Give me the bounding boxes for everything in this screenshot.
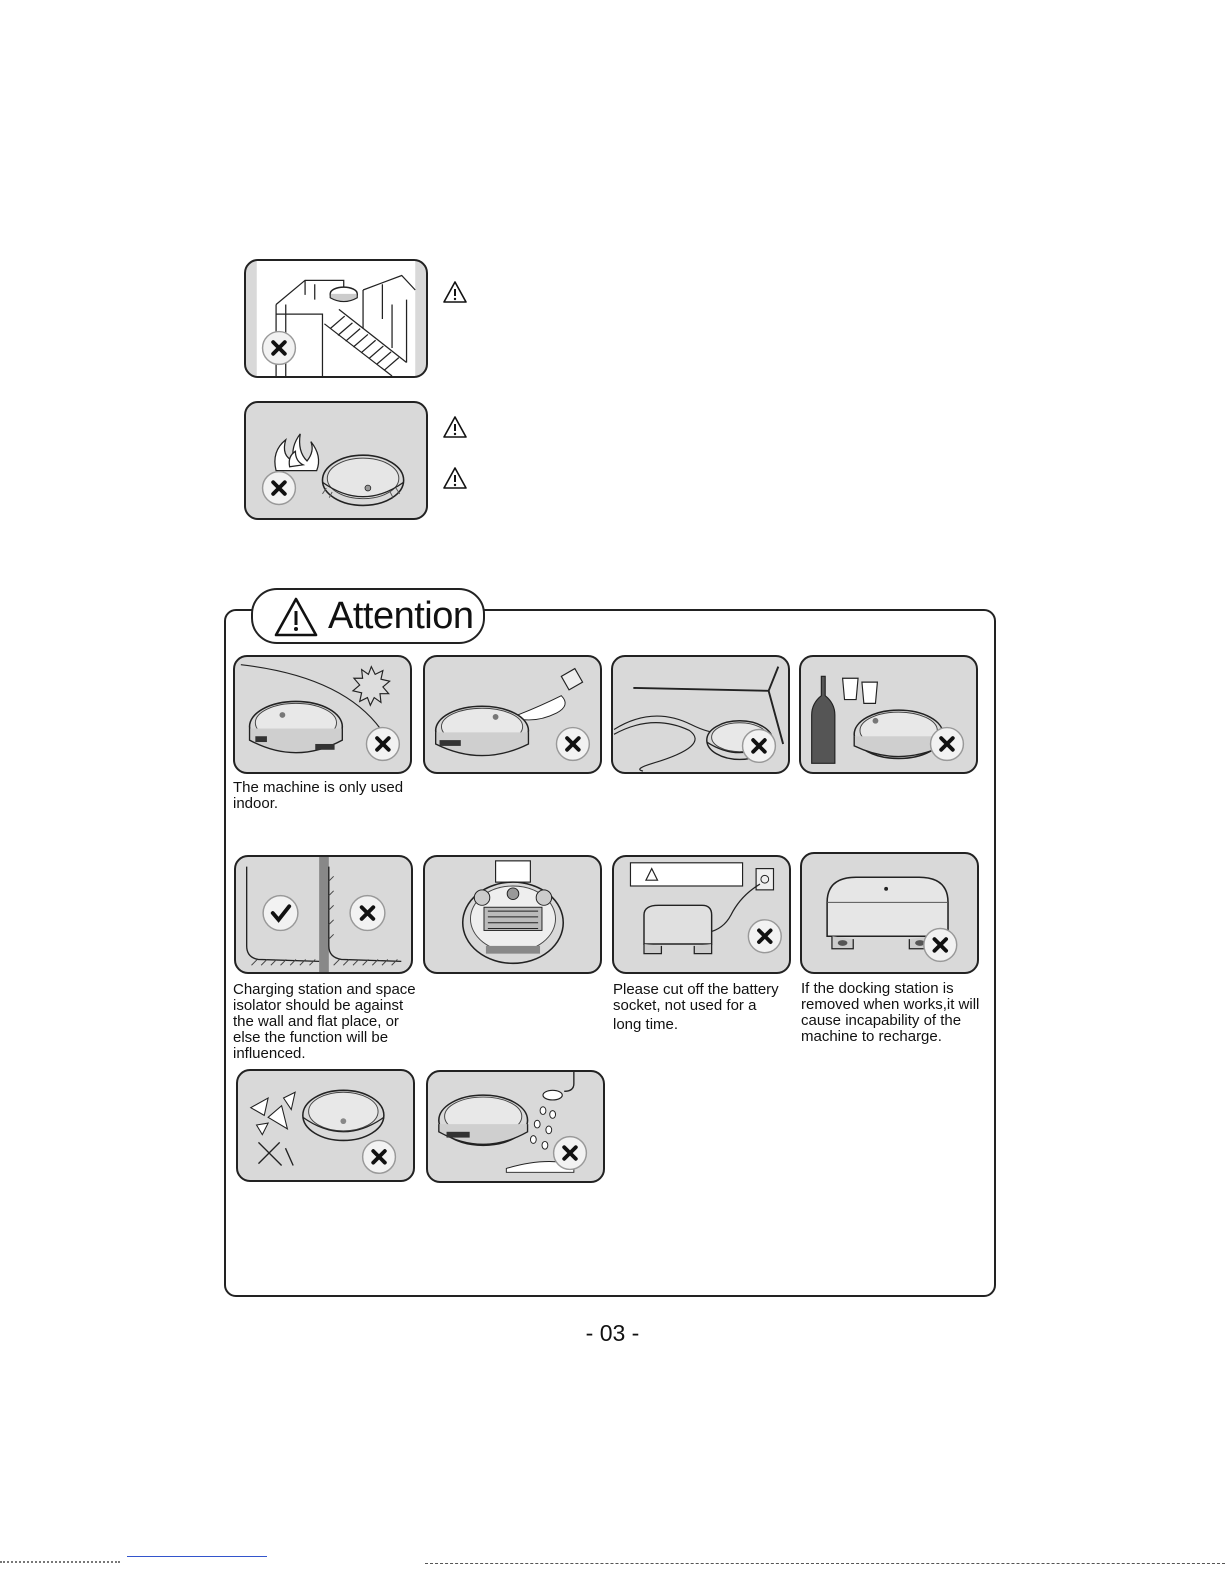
- wall-placement-illustration: [245, 857, 402, 972]
- caption-battery-socket: Please cut off the battery socket, not u…: [613, 982, 795, 1033]
- illustration-unplug-panel: [612, 855, 791, 974]
- x-circle-icon: [261, 470, 297, 506]
- x-circle-icon: [349, 894, 386, 932]
- fire-illustration: [261, 433, 405, 507]
- illustration-fire-panel: [244, 401, 428, 520]
- x-circle-icon: [555, 726, 591, 762]
- illustration-stairs-panel: [244, 259, 428, 378]
- x-circle-icon: [923, 927, 958, 963]
- illustration-water-spray-panel: [426, 1070, 605, 1183]
- footer-rule: [425, 1563, 1225, 1564]
- x-circle-icon: [361, 1139, 397, 1174]
- check-circle-icon: [262, 894, 299, 932]
- x-circle-icon: [741, 728, 777, 764]
- bottle-cups-illustration: [811, 675, 965, 764]
- x-circle-icon: [929, 726, 965, 762]
- sharp-objects-illustration: [249, 1089, 397, 1174]
- attention-title: Attention: [328, 595, 474, 637]
- sunlight-illustration: [240, 664, 401, 762]
- illustration-liquid-spill-panel: [423, 655, 602, 774]
- warning-triangle-icon: [443, 467, 467, 489]
- caption-battery-socket-line1: Please cut off the battery socket, not u…: [613, 981, 779, 1014]
- x-circle-icon: [747, 919, 782, 954]
- cables-illustration: [613, 666, 785, 772]
- illustration-cables-panel: [611, 655, 790, 774]
- attention-heading: Attention: [251, 588, 485, 644]
- illustration-wall-placement-panel: [234, 855, 413, 974]
- unplug-illustration: [629, 862, 782, 955]
- footer-dotted-line: [0, 1561, 120, 1563]
- warning-triangle-icon: [443, 281, 467, 303]
- caption-indoor: The machine is only used indoor.: [233, 779, 404, 812]
- stairs-illustration: [256, 261, 416, 376]
- caption-docking-removed: If the docking station is removed when w…: [801, 980, 980, 1045]
- x-circle-icon: [365, 726, 401, 762]
- x-circle-icon: [552, 1135, 588, 1171]
- illustration-robot-bottom-panel: [423, 855, 602, 974]
- illustration-bottle-cups-panel: [799, 655, 978, 774]
- warning-triangle-icon: [443, 416, 467, 438]
- caption-charging-station: Charging station and space isolator shou…: [233, 981, 416, 1062]
- caption-battery-socket-line2: long time.: [613, 1016, 679, 1033]
- water-spray-illustration: [438, 1072, 588, 1173]
- robot-bottom-illustration: [461, 860, 565, 965]
- attention-box: [224, 609, 996, 1297]
- illustration-sunlight-panel: [233, 655, 412, 774]
- footer-link-underline: [127, 1556, 267, 1557]
- page-number: - 03 -: [585, 1320, 640, 1346]
- warning-triangle-icon: [274, 597, 318, 637]
- liquid-spill-illustration: [434, 667, 591, 762]
- illustration-sharp-objects-panel: [236, 1069, 415, 1182]
- illustration-docking-removed-panel: [800, 852, 979, 974]
- x-circle-icon: [261, 330, 297, 366]
- docking-removed-illustration: [826, 876, 958, 963]
